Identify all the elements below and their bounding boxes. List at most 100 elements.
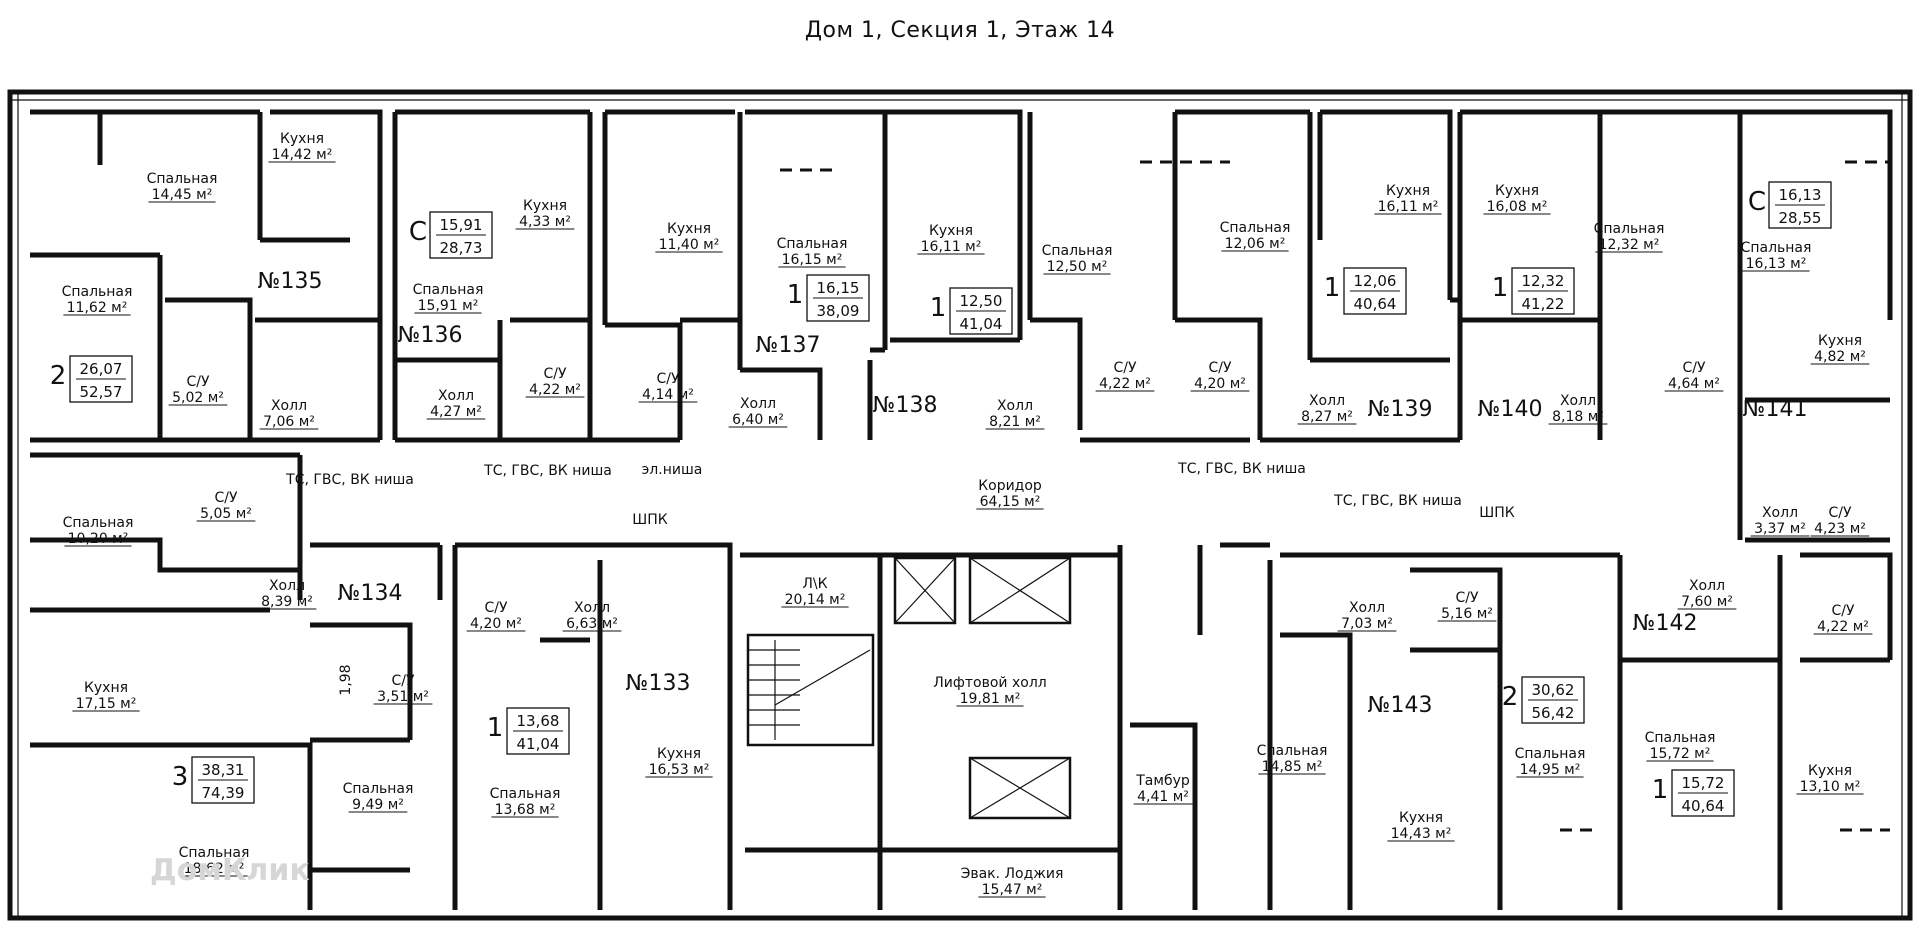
room-area: 11,40 м² — [659, 237, 720, 253]
room-area: 7,60 м² — [1681, 594, 1733, 610]
room-count: 1 — [787, 280, 804, 310]
room-area: 16,11 м² — [1378, 199, 1439, 215]
room-area: 4,41 м² — [1137, 789, 1189, 805]
room-name: Спальная — [1741, 240, 1812, 256]
room-area: 6,40 м² — [732, 412, 784, 428]
room-name: Холл — [269, 578, 305, 594]
room-label: С/У4,22 м² — [525, 366, 585, 398]
room-area: 14,95 м² — [1520, 762, 1581, 778]
room-count: 1 — [1492, 273, 1509, 303]
room-name: Холл — [438, 388, 474, 404]
room-name: Холл — [997, 398, 1033, 414]
walls — [7, 89, 1913, 921]
room-label: С/У5,16 м² — [1437, 590, 1497, 622]
room-area: 5,02 м² — [172, 390, 224, 406]
room-area: 14,43 м² — [1391, 826, 1452, 842]
note-niche: ТС, ГВС, ВК ниша — [1177, 461, 1306, 477]
room-area: 20,14 м² — [785, 592, 846, 608]
living-area: 26,07 — [80, 360, 123, 378]
room-area: 6,63 м² — [566, 616, 618, 632]
room-name: Кухня — [657, 746, 701, 762]
room-area: 4,22 м² — [1099, 376, 1151, 392]
room-name: Кухня — [1818, 333, 1862, 349]
room-name: Кухня — [1808, 763, 1852, 779]
room-name: Спальная — [1257, 743, 1328, 759]
room-area: 4,22 м² — [529, 382, 581, 398]
total-area: 52,57 — [80, 383, 123, 401]
room-name: Л\К — [802, 576, 827, 592]
room-area: 64,15 м² — [980, 494, 1041, 510]
total-area: 28,55 — [1779, 209, 1822, 227]
room-area: 15,47 м² — [982, 882, 1043, 898]
apartment-number: №140 — [1478, 397, 1543, 422]
living-area: 15,91 — [440, 216, 483, 234]
room-name: Спальная — [1594, 221, 1665, 237]
apartment-number: №133 — [626, 671, 691, 696]
apartment-number: №139 — [1368, 397, 1433, 422]
note-elnisha: эл.ниша — [642, 462, 703, 478]
room-name: С/У — [1828, 505, 1851, 521]
note-niche: ТС, ГВС, ВК ниша — [1333, 493, 1462, 509]
living-area: 38,31 — [202, 761, 245, 779]
room-area: 4,33 м² — [519, 214, 571, 230]
living-area: 15,72 — [1682, 774, 1725, 792]
room-name: Тамбур — [1135, 773, 1190, 789]
total-area: 41,22 — [1522, 295, 1565, 313]
room-area: 7,03 м² — [1341, 616, 1393, 632]
room-name: Холл — [1309, 393, 1345, 409]
window-markers — [780, 160, 1890, 832]
room-name: С/У — [1113, 360, 1136, 376]
room-label: С/У4,14 м² — [638, 371, 698, 403]
room-area: 14,45 м² — [152, 187, 213, 203]
room-count: 3 — [172, 762, 189, 792]
living-area: 13,68 — [517, 712, 560, 730]
total-area: 28,73 — [440, 239, 483, 257]
room-name: Спальная — [490, 786, 561, 802]
room-name: Кухня — [929, 223, 973, 239]
room-name: С/У — [1455, 590, 1478, 606]
room-label: С/У4,64 м² — [1664, 360, 1724, 392]
room-area: 4,20 м² — [470, 616, 522, 632]
room-name: С/У — [1682, 360, 1705, 376]
room-area: 15,72 м² — [1650, 746, 1711, 762]
room-label: С/У5,02 м² — [168, 374, 228, 406]
room-area: 17,15 м² — [76, 696, 137, 712]
room-area: 4,27 м² — [430, 404, 482, 420]
living-area: 16,15 — [817, 279, 860, 297]
room-count: 2 — [1502, 682, 1519, 712]
apartment-number: №135 — [258, 269, 323, 294]
room-name: С/У — [1208, 360, 1231, 376]
room-name: Холл — [1560, 393, 1596, 409]
room-area: 5,16 м² — [1441, 606, 1493, 622]
note-shpk: ШПК — [1479, 505, 1514, 521]
room-name: Холл — [740, 396, 776, 412]
apartment-number: №137 — [756, 333, 821, 358]
